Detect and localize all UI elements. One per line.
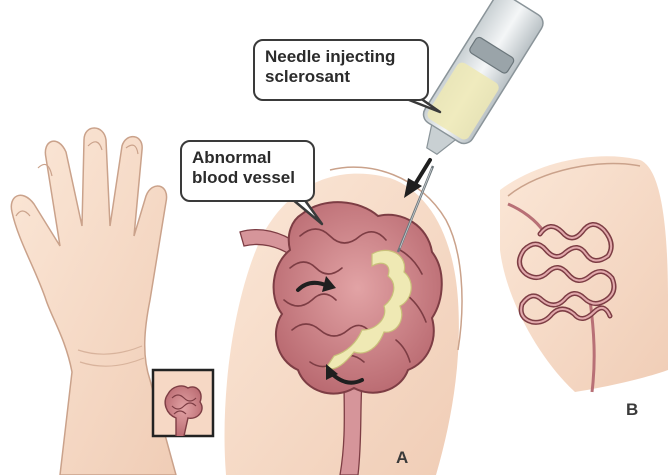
needle-callout: Needle injecting sclerosant — [253, 39, 429, 101]
hand — [11, 128, 176, 475]
insertion-arrow-icon — [404, 160, 430, 198]
inset-marker — [153, 370, 213, 436]
panel-b — [500, 156, 668, 392]
panel-label-a: A — [396, 448, 408, 468]
needle-callout-line1: Needle injecting — [265, 47, 417, 67]
vessel-cluster — [274, 202, 442, 393]
needle-callout-line2: sclerosant — [265, 67, 417, 87]
vessel-mass — [274, 202, 442, 393]
vessel-callout-line1: Abnormal — [192, 148, 303, 168]
vessel-callout-line2: blood vessel — [192, 168, 303, 188]
panel-label-b: B — [626, 400, 638, 420]
vessel-callout: Abnormal blood vessel — [180, 140, 315, 202]
syringe-barrel — [420, 0, 547, 147]
hand-shape — [11, 128, 176, 475]
